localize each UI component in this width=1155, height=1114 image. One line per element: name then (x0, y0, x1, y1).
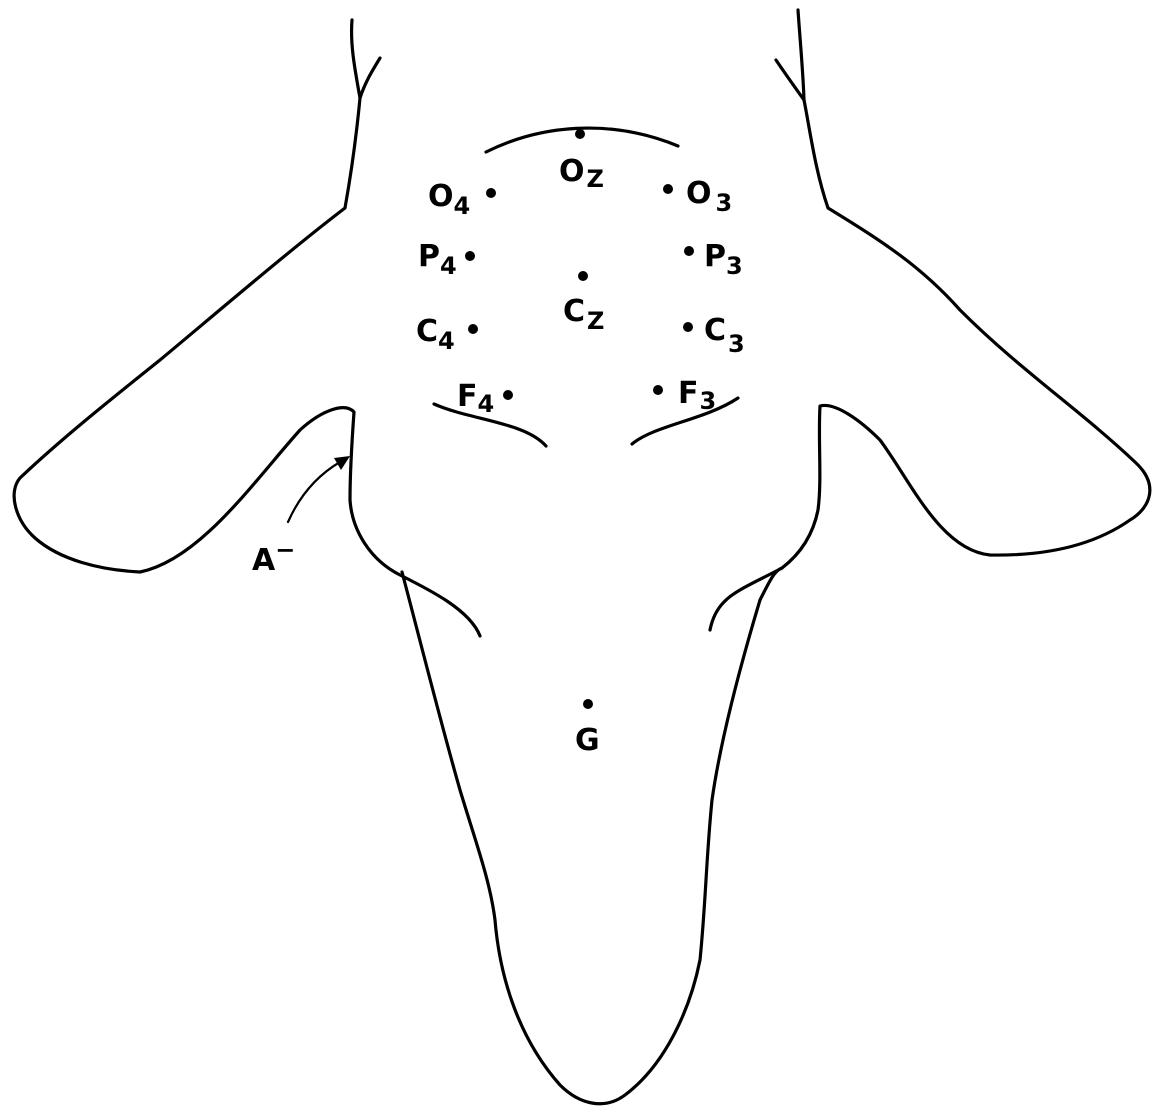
electrode-f3-label: F3 (678, 376, 716, 415)
electrode-o4-dot (486, 188, 496, 198)
reference-arrow-line (288, 462, 340, 522)
left-horn (352, 20, 380, 98)
electrode-p4-dot (465, 251, 475, 261)
electrode-c3: C3 (683, 313, 745, 358)
reference-electrode: A− (252, 456, 350, 578)
electrode-c4-dot (468, 324, 478, 334)
left-head-side (14, 98, 480, 636)
electrode-c3-dot (683, 322, 693, 332)
electrode-p3: P3 (684, 239, 743, 280)
electrode-g-label: G (575, 723, 600, 758)
electrode-o3-dot (663, 184, 673, 194)
electrode-c4: C4 (416, 314, 478, 355)
electrode-o4-label: O4 (428, 179, 470, 220)
right-head-side (710, 100, 1150, 630)
electrode-oz-label: OZ (559, 154, 604, 193)
electrode-cz: CZ (563, 271, 604, 335)
electrode-p3-label: P3 (704, 239, 743, 280)
electrode-f4-label: F4 (457, 379, 494, 418)
electrode-p3-dot (684, 246, 694, 256)
electrode-f4-dot (503, 390, 513, 400)
electrode-ground: G (575, 699, 600, 758)
electrode-p4: P4 (418, 239, 475, 280)
right-horn (776, 10, 804, 100)
electrode-f3: F3 (653, 376, 716, 415)
electrode-oz: OZ (559, 129, 604, 193)
electrode-c3-label: C3 (704, 313, 745, 358)
electrode-cz-label: CZ (563, 294, 604, 335)
electrode-g-dot (583, 699, 593, 709)
electrode-f3-dot (653, 385, 663, 395)
electrode-f4: F4 (457, 379, 513, 418)
electrode-p4-label: P4 (418, 239, 457, 280)
reference-label: A− (252, 536, 295, 578)
electrode-oz-dot (575, 129, 585, 139)
electrode-cz-dot (578, 271, 588, 281)
electrode-c4-label: C4 (416, 314, 455, 355)
electrode-o4: O4 (428, 179, 496, 220)
face-nose-outline (402, 568, 782, 1104)
